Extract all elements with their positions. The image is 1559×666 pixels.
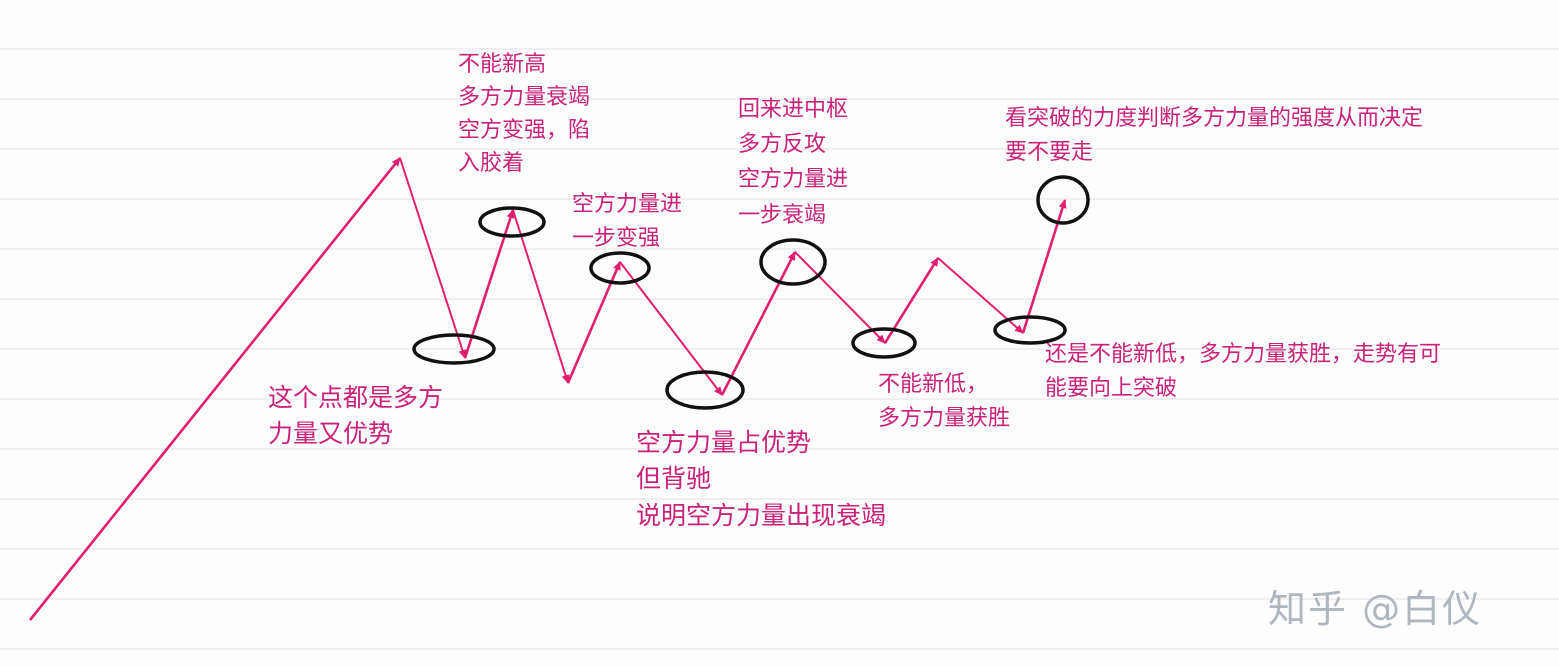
annotation-bears-stronger: 空方力量进一步变强 (572, 188, 682, 256)
annotation-line: 要不要走 (1005, 140, 1094, 166)
annotation-line: 但背驰 (636, 464, 712, 494)
highlight-circle (589, 251, 651, 285)
highlight-circle (1036, 175, 1090, 225)
annotation-line: 多方力量获胜 (878, 406, 1011, 432)
price-segment-down (794, 251, 886, 344)
annotation-line: 一步衰竭 (738, 202, 827, 228)
annotation-line: 还是不能新低，多方力量获胜，走势有可 (1045, 342, 1442, 367)
highlight-circle (412, 333, 496, 365)
annotation-no-new-low: 不能新低， 多方力量获胜 (878, 368, 1010, 436)
annotation-line: 回来进中枢 (738, 97, 849, 122)
highlight-circle (665, 370, 745, 410)
annotation-line: 力量又优势 (268, 419, 394, 449)
annotation-no-new-high: 不能新高多方力量衰竭空方变强，陷入胶着 (458, 48, 590, 180)
annotation-line: 空方变强，陷 (458, 118, 591, 143)
highlight-circle (993, 315, 1067, 345)
annotation-line: 能要向上突破 (1045, 376, 1178, 402)
annotation-still-no-new-low: 还是不能新低，多方力量获胜，走势有可能要向上突破 (1045, 338, 1441, 406)
price-segment-up (1021, 199, 1067, 334)
annotation-line: 这个点都是多方 (268, 383, 444, 412)
watermark: 知乎 @白仪 (1268, 587, 1483, 631)
highlight-circle (478, 206, 546, 238)
annotation-line: 空方力量进 (572, 192, 683, 217)
annotation-bears-divergence: 空方力量占优势但背驰说明空方力量出现衰竭 (636, 425, 886, 534)
annotation-line: 说明空方力量出现衰竭 (636, 500, 887, 530)
annotation-line: 不能新高 (458, 52, 547, 77)
annotation-line: 空方力量进 (738, 167, 849, 193)
price-segment-down (512, 209, 570, 384)
annotation-bullish-point: 这个点都是多方力量又优势 (268, 380, 443, 453)
annotation-line: 多方力量衰竭 (458, 85, 591, 110)
price-segment-up (28, 157, 402, 621)
annotation-line: 空方力量占优势 (636, 428, 812, 457)
annotation-line: 不能新低， (878, 372, 989, 397)
annotation-breakout-strength: 看突破的力度判断多方力量的强度从而决定要不要走 (1005, 102, 1423, 170)
highlight-circle (851, 327, 917, 359)
price-segment-up (720, 251, 797, 396)
price-segments (28, 157, 1067, 621)
annotation-line: 多方反攻 (738, 132, 827, 158)
annotation-line: 一步变强 (572, 226, 661, 252)
annotation-back-to-center: 回来进中枢多方反攻空方力量进一步衰竭 (738, 92, 848, 233)
highlight-circles (412, 175, 1090, 410)
price-segment-down (399, 157, 467, 359)
price-segment-up (566, 261, 622, 384)
annotation-line: 看突破的力度判断多方力量的强度从而决定 (1005, 106, 1424, 131)
highlight-circle (759, 238, 827, 286)
price-segment-down (937, 257, 1024, 334)
annotation-line: 入胶着 (458, 151, 525, 176)
